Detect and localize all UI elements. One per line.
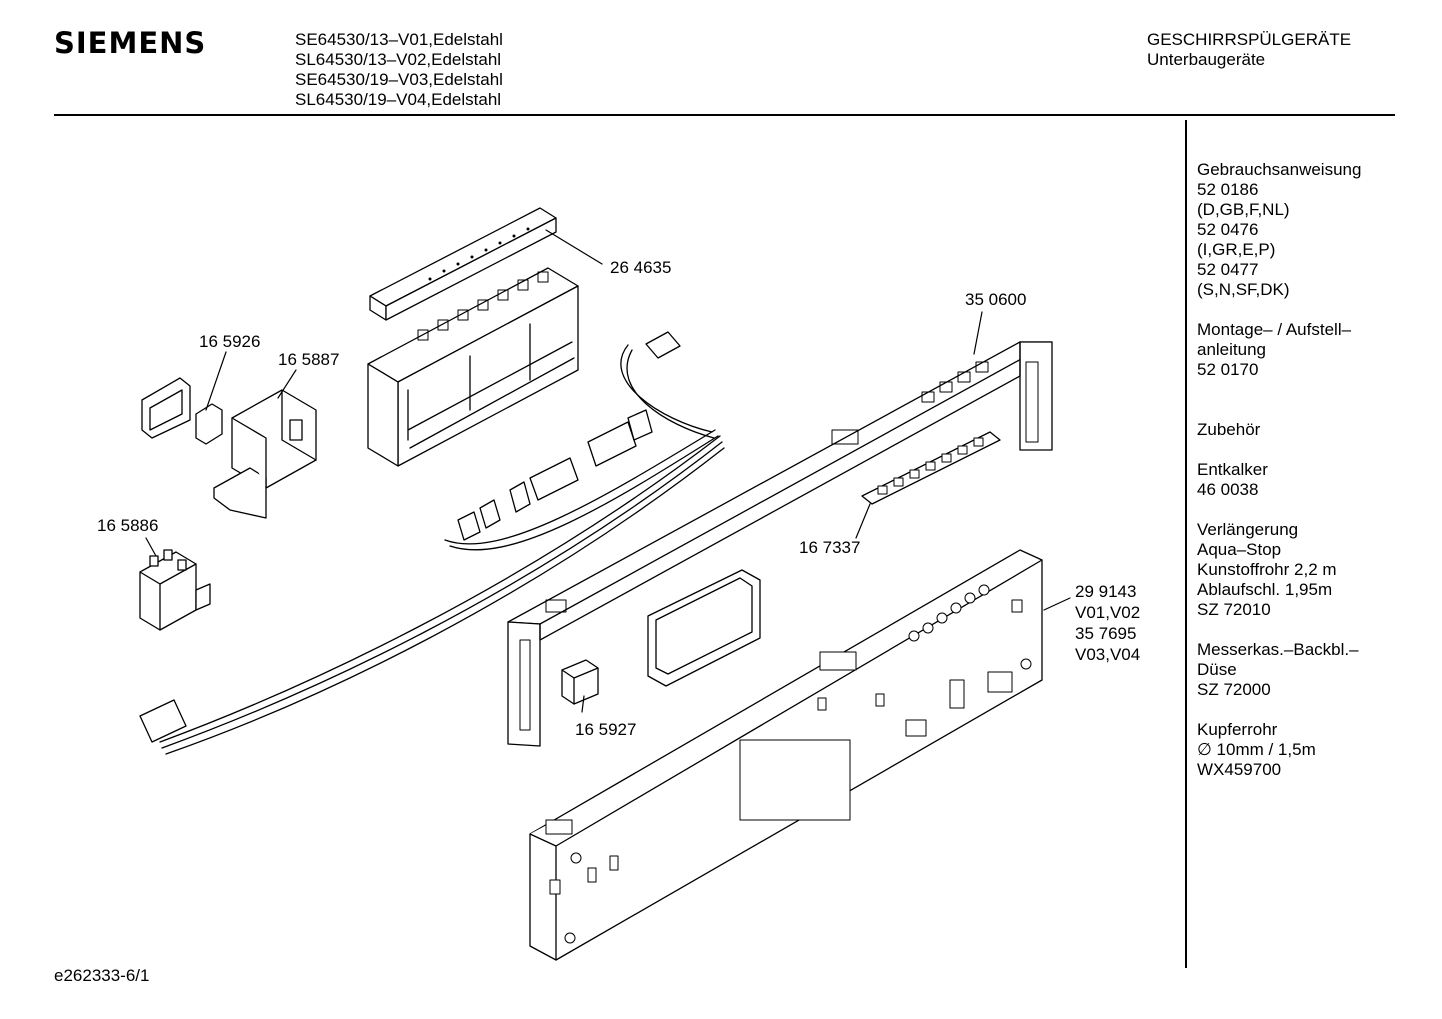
category-subtitle: Unterbaugeräte — [1147, 50, 1266, 69]
electronic-module — [367, 267, 579, 467]
label-165887: 16 5887 — [278, 350, 340, 369]
header-divider — [54, 114, 1395, 116]
info-line: 52 0170 — [1197, 360, 1259, 379]
model-line: SL64530/19–V04,Edelstahl — [295, 90, 502, 109]
category-heading: GESCHIRRSPÜLGERÄTE Unterbaugeräte — [1147, 30, 1351, 70]
label-264635: 26 4635 — [610, 258, 672, 277]
label-299143: 29 9143 — [1075, 582, 1137, 601]
info-line: anleitung — [1197, 340, 1267, 359]
small-switch-block — [561, 659, 599, 705]
sidebar-info: Gebrauchsanweisung 52 0186 (D,GB,F,NL) 5… — [1197, 160, 1432, 800]
sidebar-divider — [1185, 120, 1187, 968]
label-165886: 16 5886 — [97, 516, 159, 535]
accessories-block: Zubehör — [1197, 420, 1432, 440]
control-panel-housing — [529, 549, 1043, 961]
model-list: SE64530/13–V01,Edelstahl SL64530/13–V02,… — [295, 30, 503, 110]
info-line: Aqua–Stop — [1197, 540, 1282, 559]
info-line: ∅ 10mm / 1,5m — [1197, 740, 1316, 759]
info-line: 52 0476 — [1197, 220, 1259, 239]
info-line: SZ 72010 — [1197, 600, 1271, 619]
bracket-cover — [141, 377, 191, 439]
info-line: Verlängerung — [1197, 520, 1299, 539]
relay-small — [195, 403, 223, 445]
info-line: (S,N,SF,DK) — [1197, 280, 1290, 299]
model-line: SL64530/13–V02,Edelstahl — [295, 50, 502, 69]
label-165926: 16 5926 — [199, 332, 261, 351]
leader-lines — [145, 229, 1071, 713]
descaler-block: Entkalker 46 0038 — [1197, 460, 1432, 500]
cable-harness — [139, 331, 725, 755]
info-line: Düse — [1197, 660, 1237, 679]
button-strip — [861, 431, 1001, 505]
info-line: Ablaufschl. 1,95m — [1197, 580, 1333, 599]
switch-holder — [213, 389, 317, 519]
info-line: (I,GR,E,P) — [1197, 240, 1276, 259]
label-357695: 35 7695 — [1075, 624, 1137, 643]
display-cover-strip — [369, 207, 557, 321]
model-line: SE64530/19–V03,Edelstahl — [295, 70, 503, 89]
info-line: Kupferrohr — [1197, 720, 1278, 739]
label-v03v04: V03,V04 — [1075, 645, 1141, 664]
info-line: WX459700 — [1197, 760, 1282, 779]
door-handle — [647, 569, 761, 687]
nozzle-block: Messerkas.–Backbl.– Düse SZ 72000 — [1197, 640, 1432, 700]
drawing-code: e262333-6/1 — [54, 966, 150, 985]
brand-logo: SIEMENS — [54, 26, 207, 60]
info-line: Zubehör — [1197, 420, 1261, 439]
front-frame — [507, 341, 1053, 747]
info-line: Kunstoffrohr 2,2 m — [1197, 560, 1337, 579]
info-line: Messerkas.–Backbl.– — [1197, 640, 1359, 659]
copper-pipe-block: Kupferrohr ∅ 10mm / 1,5m WX459700 — [1197, 720, 1432, 780]
info-line: SZ 72000 — [1197, 680, 1271, 699]
info-line: Gebrauchsanweisung — [1197, 160, 1362, 179]
info-line: (D,GB,F,NL) — [1197, 200, 1290, 219]
category-title: GESCHIRRSPÜLGERÄTE — [1147, 30, 1352, 49]
info-line: Montage– / Aufstell– — [1197, 320, 1352, 339]
installation-block: Montage– / Aufstell– anleitung 52 0170 — [1197, 320, 1432, 400]
manual-block: Gebrauchsanweisung 52 0186 (D,GB,F,NL) 5… — [1197, 160, 1432, 300]
extension-block: Verlängerung Aqua–Stop Kunstoffrohr 2,2 … — [1197, 520, 1432, 620]
label-167337: 16 7337 — [799, 538, 861, 557]
model-line: SE64530/13–V01,Edelstahl — [295, 30, 503, 49]
info-line: 46 0038 — [1197, 480, 1259, 499]
info-line: 52 0477 — [1197, 260, 1259, 279]
label-165927: 16 5927 — [575, 720, 637, 739]
label-350600: 35 0600 — [965, 290, 1027, 309]
info-line: Entkalker — [1197, 460, 1268, 479]
info-line: 52 0186 — [1197, 180, 1259, 199]
label-v01v02: V01,V02 — [1075, 603, 1141, 622]
main-switch — [139, 549, 211, 631]
